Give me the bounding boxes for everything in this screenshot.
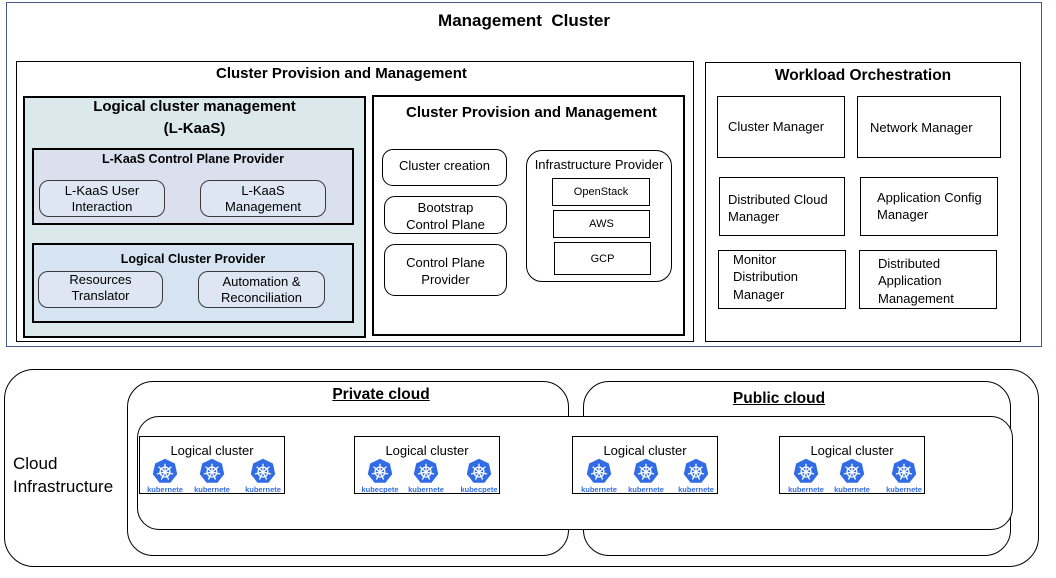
kubernetes-icon bbox=[367, 458, 393, 484]
public-cloud-title: Public cloud bbox=[732, 390, 826, 407]
openstack-box: OpenStack bbox=[552, 178, 650, 206]
kubernetes-node-label: kubecpete bbox=[460, 485, 498, 494]
resources-translator: Resources Translator bbox=[38, 271, 163, 308]
application-config-manager: Application Config Manager bbox=[860, 177, 998, 236]
kubernetes-node-label: kubernete bbox=[581, 485, 617, 494]
kubernetes-node-label: kubernete bbox=[678, 485, 714, 494]
cloud-infrastructure-label-2: Infrastructure bbox=[13, 477, 114, 496]
management-cluster bbox=[6, 2, 1042, 347]
logical-cluster-2: Logical cluster kubecpete kubernete kube… bbox=[354, 436, 500, 494]
network-manager: Network Manager bbox=[857, 96, 1001, 158]
kubernetes-node-label: kubernete bbox=[788, 485, 824, 494]
logical-cluster-4: Logical cluster kubernete kubernete kube… bbox=[779, 436, 925, 494]
cluster-provision-outer-title: Cluster Provision and Management bbox=[216, 65, 467, 82]
kubernetes-node-label: kubecpete bbox=[361, 485, 399, 494]
kubernetes-icon bbox=[199, 458, 225, 484]
kubernetes-node-label: kubernete bbox=[147, 485, 183, 494]
infrastructure-provider-title: Infrastructure Provider bbox=[534, 157, 664, 172]
gcp-box: GCP bbox=[554, 242, 651, 275]
kubernetes-node-label: kubernete bbox=[886, 485, 922, 494]
management-cluster-title: Management Cluster bbox=[438, 11, 610, 30]
workload-orchestration-title: Workload Orchestration bbox=[774, 67, 952, 84]
kubernetes-icon bbox=[683, 458, 709, 484]
workload-orchestration bbox=[705, 62, 1021, 342]
cluster-provision-inner-title: Cluster Provision and Management bbox=[406, 104, 657, 121]
kubernetes-icon bbox=[839, 458, 865, 484]
cluster-provision-inner bbox=[372, 95, 685, 336]
kubernetes-icon bbox=[250, 458, 276, 484]
kubernetes-icon bbox=[793, 458, 819, 484]
cluster-manager: Cluster Manager bbox=[717, 96, 845, 158]
kubernetes-node-label: kubernete bbox=[408, 485, 444, 494]
cluster-creation: Cluster creation bbox=[382, 149, 507, 186]
kubernetes-icon bbox=[891, 458, 917, 484]
control-plane-provider: Control Plane Provider bbox=[384, 244, 507, 296]
kubernetes-node-label: kubernete bbox=[834, 485, 870, 494]
lkaas-management: L-KaaS Management bbox=[200, 180, 326, 217]
kubernetes-icon bbox=[586, 458, 612, 484]
kubernetes-icon bbox=[633, 458, 659, 484]
kubernetes-icon bbox=[413, 458, 439, 484]
aws-box: AWS bbox=[553, 210, 650, 238]
cluster-provision-outer bbox=[16, 61, 694, 342]
cloud-infrastructure-label: Cloud bbox=[13, 454, 58, 473]
logical-cluster-1: Logical cluster kubernete kubernete kube… bbox=[139, 436, 285, 494]
private-cloud-title: Private cloud bbox=[332, 386, 430, 403]
lkaas-user-interaction: L-KaaS User Interaction bbox=[39, 180, 165, 217]
logical-cluster-provider-title: Logical Cluster Provider bbox=[120, 252, 266, 266]
bootstrap-control-plane: Bootstrap Control Plane bbox=[384, 196, 507, 234]
kubernetes-node-label: kubernete bbox=[194, 485, 230, 494]
monitor-distribution-manager: Monitor Distribution Manager bbox=[718, 250, 846, 309]
lkaas-subtitle: (L-KaaS) bbox=[163, 120, 226, 137]
distributed-application-management: Distributed Application Management bbox=[859, 250, 997, 309]
lkaas-control-plane-provider-title: L-KaaS Control Plane Provider bbox=[102, 152, 284, 166]
kubernetes-node-label: kubernete bbox=[245, 485, 281, 494]
kubernetes-node-label: kubernete bbox=[628, 485, 664, 494]
kubernetes-icon bbox=[152, 458, 178, 484]
logical-cluster-3: Logical cluster kubernete kubernete kube… bbox=[572, 436, 718, 494]
automation-reconciliation: Automation & Reconciliation bbox=[198, 271, 325, 308]
cloud-infrastructure bbox=[4, 369, 1039, 567]
lkaas-title: Logical cluster management bbox=[93, 98, 296, 115]
distributed-cloud-manager: Distributed Cloud Manager bbox=[719, 177, 845, 236]
kubernetes-icon bbox=[466, 458, 492, 484]
